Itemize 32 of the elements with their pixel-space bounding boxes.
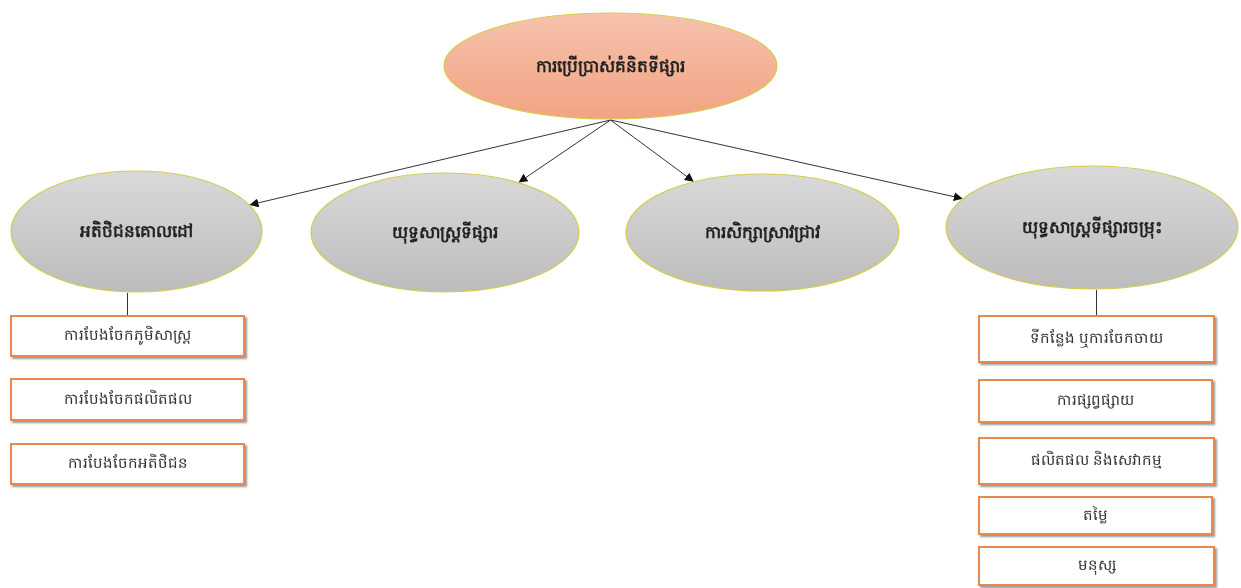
category-box: [978, 437, 1215, 485]
arrow: [518, 119, 611, 183]
node-label: យុទ្ធសាស្ត្រទីផ្សារ: [392, 221, 498, 244]
category-box: [978, 379, 1213, 423]
node-label: ការបែងចែកផលិតផល: [63, 389, 192, 410]
node-label: ការបែងចែកភូមិសាស្ត្រ: [64, 326, 191, 346]
category-box: [10, 315, 245, 357]
arrow: [610, 119, 694, 182]
arrow: [610, 119, 963, 202]
node-label: ការបែងចែកអតិថិជន: [67, 454, 188, 474]
root-ellipse: [443, 12, 778, 120]
topic-ellipse: [310, 172, 580, 293]
topic-ellipse: [945, 165, 1239, 290]
category-box: [10, 443, 245, 485]
connector-line: [127, 292, 128, 316]
topic-ellipse: [625, 173, 900, 292]
category-box: [10, 378, 245, 421]
node-label: អតិថិជនគោលដៅ: [80, 220, 193, 243]
node-label: យុទ្ធសាស្ត្រទីផ្សារចម្រុះ: [1022, 216, 1162, 239]
node-label: ផលិតផល និងសេវាកម្ម: [1030, 451, 1163, 471]
node-label: មនុស្ស: [1077, 556, 1116, 576]
arrow: [249, 119, 611, 208]
node-label: ទីកន្លែង ឬការចែកចាយ: [1029, 329, 1164, 349]
topic-ellipse: [10, 170, 263, 293]
node-label: តម្លៃ: [1083, 505, 1108, 526]
node-label: ការសិក្សាស្រាវជ្រាវ: [705, 221, 820, 244]
node-label: ការប្រើប្រាស់គំនិតទីផ្សារ: [536, 54, 685, 78]
category-box: [978, 546, 1215, 586]
node-label: ការផ្សព្វផ្សាយ: [1057, 391, 1134, 411]
category-box: [978, 496, 1213, 535]
connector-line: [1096, 289, 1097, 316]
category-box: [978, 315, 1215, 363]
